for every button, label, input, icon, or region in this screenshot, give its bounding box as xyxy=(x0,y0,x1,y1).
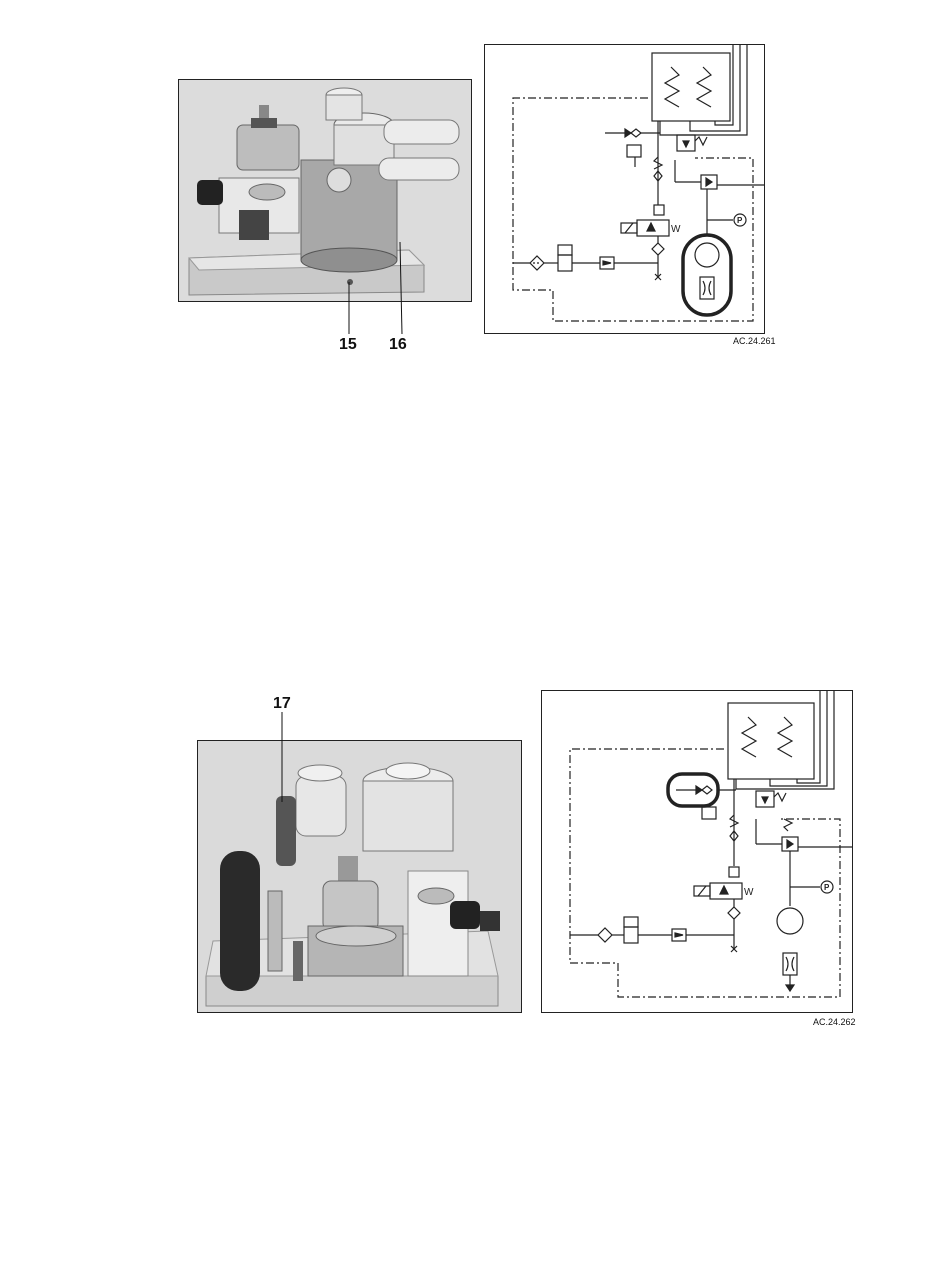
schematic-1: W P xyxy=(484,44,765,334)
photo-2-illustration xyxy=(198,741,522,1013)
callout-17: 17 xyxy=(273,695,291,713)
photo-1-illustration xyxy=(179,80,472,302)
svg-text:W: W xyxy=(744,887,754,898)
svg-text:P: P xyxy=(737,216,743,225)
callout-15: 15 xyxy=(339,336,357,354)
figure-1-reference: AC.24.261 xyxy=(733,336,776,346)
leader-line-17 xyxy=(270,710,300,810)
schematic-1-diagram: W P xyxy=(485,45,765,334)
photo-1 xyxy=(178,79,472,302)
svg-text:P: P xyxy=(824,883,830,892)
photo-2 xyxy=(197,740,522,1013)
svg-text:W: W xyxy=(671,224,681,235)
schematic-2-diagram: W P xyxy=(542,691,853,1013)
figure-2-reference: AC.24.262 xyxy=(813,1017,856,1027)
leader-lines-1 xyxy=(330,230,420,340)
schematic-2: W P xyxy=(541,690,853,1013)
callout-16: 16 xyxy=(389,336,407,354)
